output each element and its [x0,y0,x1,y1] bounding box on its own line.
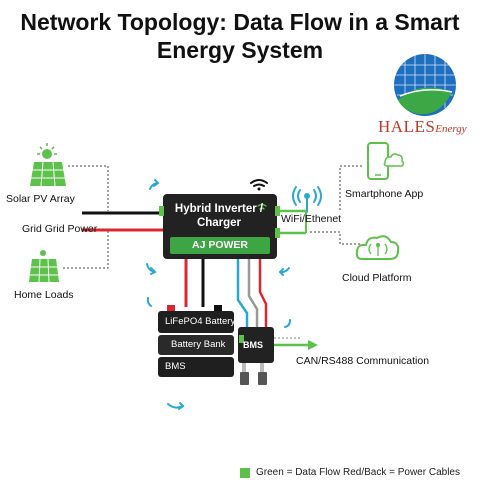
bms-data-cables [236,259,268,328]
legend-swatch [240,468,250,478]
wifi-label: WiFi/Ethenet [281,213,342,225]
data-links-right [280,165,362,245]
hales-logo-globe [394,54,456,116]
bms-module [238,327,274,385]
logo-brand: HALES [378,117,436,136]
inverter-brand: AJ POWER [191,239,248,251]
cloud-label: Cloud Platform [342,272,412,284]
smartphone-label: Smartphone App [345,188,424,200]
hales-logo: HALESEnergy [378,117,467,137]
solar-label: Solar PV Array [6,193,75,205]
inverter-title: Hybrid Inverter / Charger [174,203,264,229]
battery-row-3: BMS [165,361,186,372]
home-loads-label: Home Loads [14,289,74,301]
grid-power-cables [82,211,164,232]
can-arrow [274,337,318,350]
battery-pack [158,305,234,377]
smartphone-icon [367,142,405,180]
battery-row-2: Battery Bank [171,339,226,350]
solar-panel-icon [30,143,66,187]
battery-power-cables [184,259,205,307]
wifi-icon [250,179,268,191]
left-data-connectors [63,165,109,269]
flow-arrows [146,179,291,410]
battery-row-1: LiFePO4 Battery [165,316,236,327]
wifi-small-icon [257,203,267,210]
can-label: CAN/RS488 Communication [296,355,430,367]
cloud-platform-icon [355,235,400,260]
logo-suffix: Energy [435,123,467,135]
bms-module-label: BMS [243,340,263,350]
page-title: Network Topology: Data Flow in a Smart E… [20,9,460,63]
hybrid-inverter [159,194,280,259]
antenna-icon [292,186,322,213]
grid-label: Grid Grid Power [22,223,98,235]
legend-text: Green = Data Flow Red/Back = Power Cable… [256,467,460,478]
home-loads-icon [29,250,59,283]
